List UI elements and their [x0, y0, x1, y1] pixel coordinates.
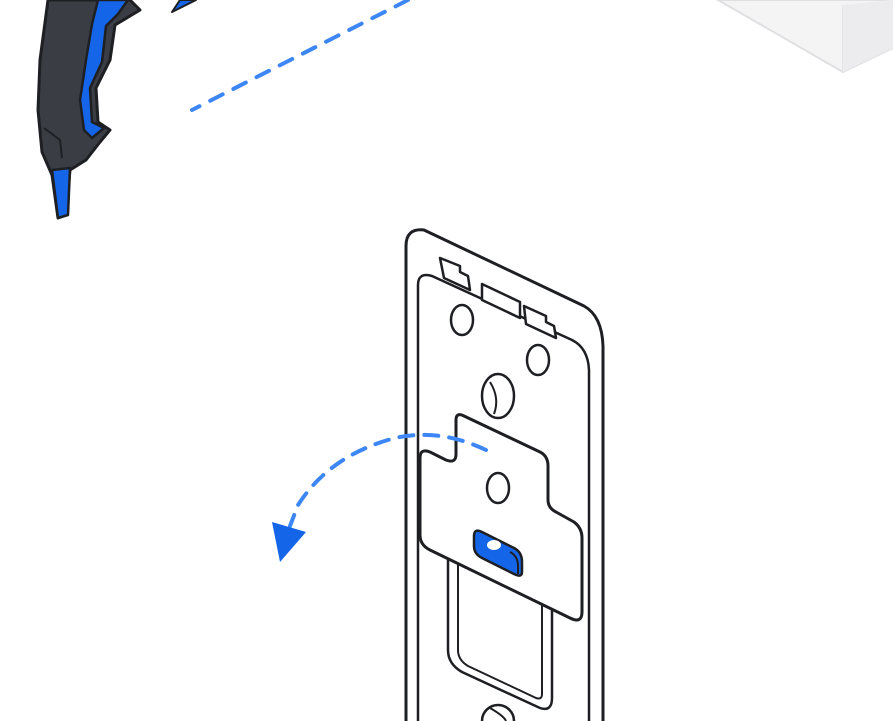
bracket-window — [446, 540, 554, 711]
rotate-arrow-icon — [272, 432, 488, 562]
drill-icon — [36, 0, 197, 220]
center-hole — [480, 372, 516, 420]
screw-hole-top-left — [449, 303, 475, 337]
bracket-slot — [480, 282, 522, 320]
level-bubble — [487, 540, 501, 550]
bracket-clip-right — [522, 304, 558, 340]
bubble-level-icon — [418, 413, 584, 622]
screw-hole-top-right — [525, 343, 551, 377]
doorbell-box — [715, 0, 893, 74]
drill-path-line — [190, 0, 410, 112]
level-vial — [472, 529, 524, 577]
bracket-clip-left — [438, 256, 472, 292]
